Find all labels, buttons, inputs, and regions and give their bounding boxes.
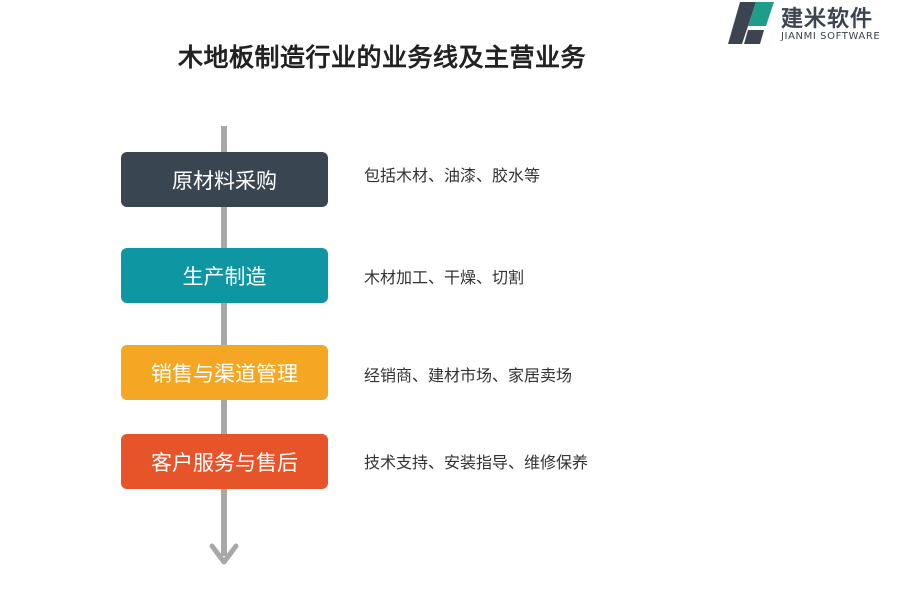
page-title: 木地板制造行业的业务线及主营业务 [178, 43, 587, 72]
step-raw-material-procurement: 原材料采购 [121, 152, 328, 207]
step-production: 生产制造 [121, 248, 328, 303]
logo-subtitle: JIANMI SOFTWARE [781, 31, 881, 42]
step-raw-material-description: 包括木材、油漆、胶水等 [364, 166, 541, 185]
step-customer-service-description: 技术支持、安装指导、维修保养 [364, 453, 589, 472]
step-sales-channels: 销售与渠道管理 [121, 345, 328, 400]
step-production-description: 木材加工、干燥、切割 [364, 268, 525, 287]
logo: 建米软件 JIANMI SOFTWARE [726, 0, 900, 48]
step-sales-channels-description: 经销商、建材市场、家居卖场 [364, 366, 573, 385]
step-customer-service: 客户服务与售后 [121, 434, 328, 489]
logo-name: 建米软件 [781, 7, 874, 32]
logo-mark-icon [728, 2, 774, 44]
